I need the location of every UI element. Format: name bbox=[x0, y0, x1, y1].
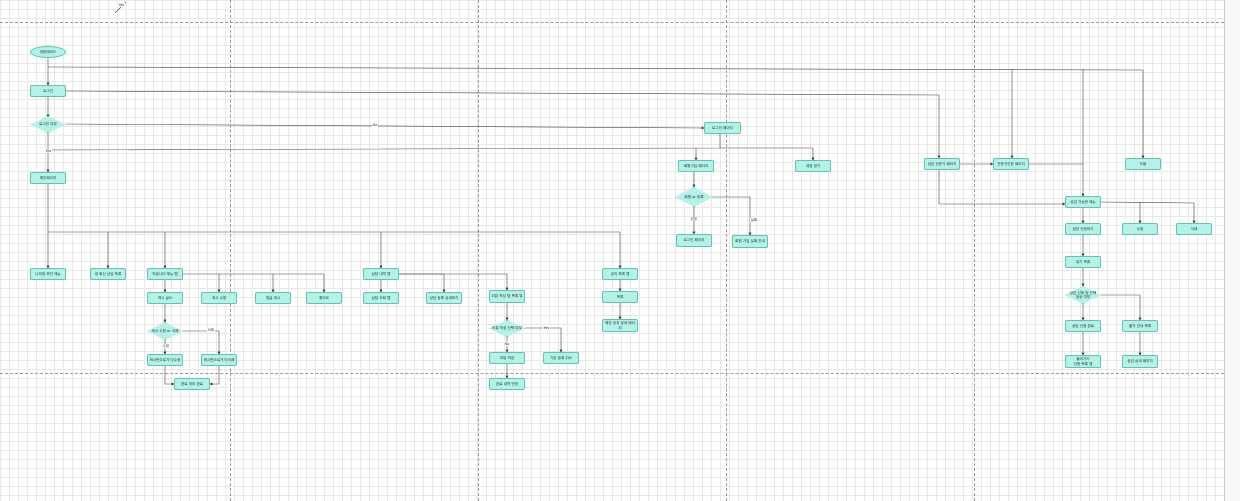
edge-label-yes: Yes bbox=[45, 149, 52, 153]
diamond-label: 로그인 여부 bbox=[39, 122, 57, 127]
page-break-vertical bbox=[230, 0, 231, 501]
connector-line bbox=[164, 366, 175, 386]
node-signup-page[interactable]: 회원가입 페이지 bbox=[678, 160, 714, 172]
page-break-vertical bbox=[974, 0, 975, 501]
connector-line bbox=[720, 147, 815, 161]
node-notice-list[interactable]: 목록 bbox=[602, 291, 638, 303]
page-break-horizontal bbox=[0, 373, 1224, 374]
edge-label-delete: 삭제 bbox=[207, 328, 215, 332]
node-review-done[interactable]: 완료 내역 반영 bbox=[489, 378, 525, 390]
node-find-account[interactable]: 계정 찾기 bbox=[795, 160, 831, 172]
node-expert-delete[interactable]: 삭제 bbox=[1176, 223, 1212, 235]
connector-line bbox=[399, 273, 446, 293]
diamond-shape bbox=[489, 320, 525, 337]
node-expert-back[interactable]: 돌아가기 신청 목록 탭 bbox=[1065, 355, 1101, 368]
node-login-page[interactable]: 로그인 페이지 bbox=[704, 122, 741, 134]
node-expert-modify[interactable]: 수정 bbox=[1122, 223, 1158, 235]
connector-line bbox=[47, 134, 721, 151]
connector-line bbox=[1100, 201, 1196, 224]
node-edit[interactable]: 게시 수정 bbox=[201, 292, 237, 304]
connector-line bbox=[183, 330, 221, 355]
node-help[interactable]: 도움 bbox=[1125, 158, 1161, 170]
node-expert-wait[interactable]: 대기 목록 bbox=[1065, 256, 1101, 268]
node-login[interactable]: 로그인 bbox=[30, 85, 66, 97]
page-break-horizontal bbox=[0, 22, 1224, 23]
connector-line bbox=[525, 327, 563, 353]
node-write[interactable]: 게시 글쓰 bbox=[147, 292, 183, 304]
node-start[interactable]: 대한메이드 bbox=[30, 46, 66, 58]
node-review-write[interactable]: 리뷰 작성 bbox=[489, 352, 525, 364]
node-review-check[interactable]: 리뷰 작성 선택 여부 bbox=[489, 320, 525, 337]
edge-label-no: No bbox=[372, 123, 378, 127]
node-expert-detail-page[interactable]: 상담 상세 페이지 bbox=[1122, 355, 1158, 368]
connector-line bbox=[1101, 294, 1142, 321]
node-expert-ok[interactable]: 상담 신청 완료 bbox=[1065, 320, 1101, 332]
node-like[interactable]: 좋아요 bbox=[306, 292, 342, 304]
node-main-page[interactable]: 메인페이지 bbox=[30, 172, 66, 184]
edge-label-no: No bbox=[504, 342, 510, 346]
node-community-tab[interactable]: 커뮤니티 메뉴 탭 bbox=[147, 268, 183, 280]
node-saved[interactable]: 내 회신 상담 목록 bbox=[90, 268, 126, 280]
page-break-vertical bbox=[726, 0, 727, 501]
edge-label-success: 성공 bbox=[690, 217, 698, 221]
connector-line bbox=[47, 66, 1145, 159]
node-counsel-tab[interactable]: 상담 내역 탭 bbox=[363, 268, 399, 280]
diamond-label: 회원 or 등록 bbox=[684, 194, 704, 199]
edge-label-yes: Yes bbox=[543, 326, 550, 330]
node-complete[interactable]: 완료 처리 완료 bbox=[174, 378, 210, 390]
connector-line bbox=[938, 170, 1066, 206]
node-expert-request[interactable]: 상담 신청하기 bbox=[1065, 223, 1101, 235]
diamond-label: 게시 수정 or 삭제 bbox=[151, 328, 179, 333]
connector-line bbox=[65, 123, 705, 130]
node-edit-check[interactable]: 게시 수정 or 삭제 bbox=[147, 322, 183, 340]
node-expert-apply[interactable]: 전문가신청 페이지 bbox=[993, 158, 1029, 170]
node-notice-detail[interactable]: 해당 공지 상세 페이지 bbox=[602, 319, 638, 332]
diamond-shape bbox=[675, 187, 713, 207]
node-expert-detail[interactable]: 상담 가능한 메뉴 bbox=[1065, 196, 1101, 208]
node-signup-check[interactable]: 회원 or 등록 bbox=[675, 187, 713, 207]
node-confirm-delete[interactable]: 게시판으로가기/삭제 bbox=[201, 354, 237, 366]
diamond-shape bbox=[1065, 286, 1101, 304]
node-signup-fail[interactable]: 회원 가입 실패 안내 bbox=[732, 235, 768, 248]
page-break-vertical bbox=[478, 0, 479, 501]
node-expert-page[interactable]: 상담 전문가 페이지 bbox=[924, 158, 960, 170]
connector-line bbox=[209, 366, 220, 386]
edge-label-fail: 실패 bbox=[750, 218, 758, 222]
node-mypage[interactable]: 나의정 보인 메뉴 bbox=[30, 268, 66, 280]
edge-label-edit: 수정 bbox=[162, 344, 170, 348]
node-signup-done[interactable]: 로그인 페이지 bbox=[676, 234, 712, 247]
node-expert-check[interactable]: 상담 신청 및 선택 대상 여부 bbox=[1065, 286, 1101, 304]
connector-line bbox=[712, 196, 752, 236]
edge-label: Yes bbox=[118, 3, 125, 7]
node-review-tab[interactable]: 리뷰 작성 탭 목록 뷰 bbox=[489, 290, 525, 303]
node-login-check[interactable]: 로그인 여부 bbox=[30, 116, 66, 133]
canvas-scroll-edge[interactable] bbox=[1224, 0, 1240, 501]
diamond-label: 상담 신청 및 선택 대상 여부 bbox=[1069, 290, 1097, 299]
diamond-shape bbox=[147, 322, 183, 340]
node-review-other[interactable]: 기존 등록 취소 bbox=[543, 352, 579, 364]
node-expert-ng[interactable]: 불가 안내 목록 bbox=[1122, 320, 1158, 332]
node-notice-tab[interactable]: 공지 목록 탭 bbox=[602, 268, 638, 280]
node-comment[interactable]: 댓글 게시 bbox=[255, 292, 291, 304]
diamond-label: 리뷰 작성 선택 여부 bbox=[492, 326, 522, 331]
connector-line bbox=[183, 273, 326, 293]
node-counsel-search[interactable]: 상담 조회 탭 bbox=[363, 292, 399, 304]
node-counsel-register[interactable]: 상담 등록 상세보기 bbox=[426, 292, 462, 304]
diamond-shape bbox=[30, 116, 66, 133]
connector-line bbox=[65, 90, 941, 159]
node-confirm-edit[interactable]: 게시판으로가기/수정 bbox=[147, 354, 183, 366]
connector-line bbox=[399, 273, 509, 291]
